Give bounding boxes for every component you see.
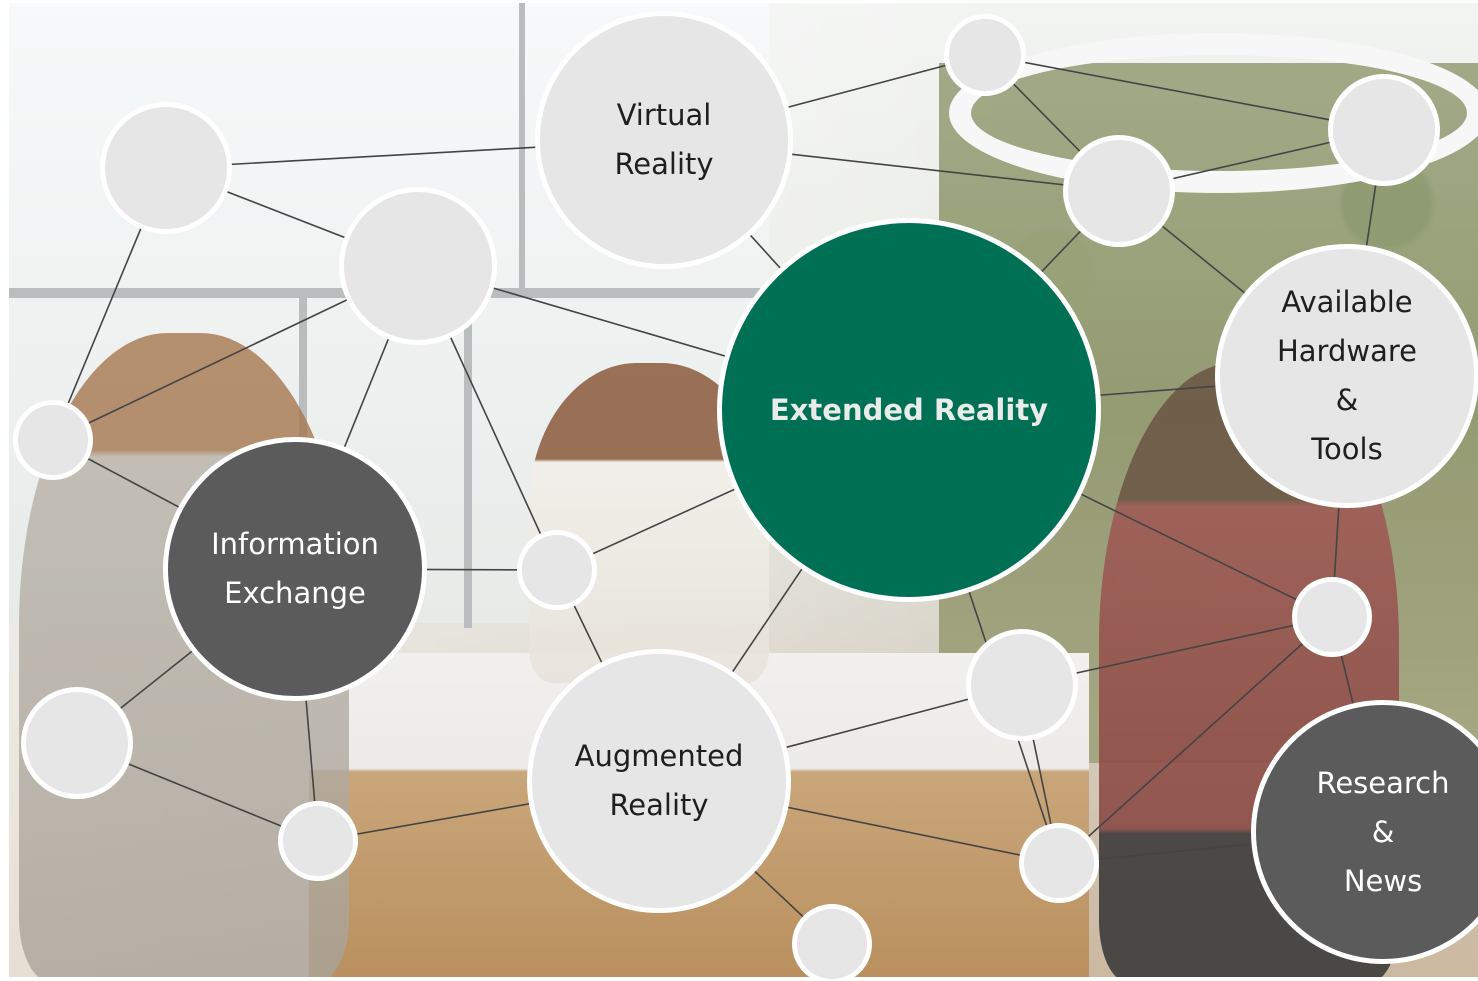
- information-exchange-node[interactable]: Information Exchange: [163, 437, 427, 701]
- empty-node: [13, 400, 93, 480]
- empty-node: [1063, 135, 1175, 247]
- empty-node: [339, 187, 497, 345]
- empty-node: [517, 530, 597, 610]
- empty-node: [1328, 74, 1440, 186]
- empty-node: [1292, 577, 1372, 657]
- connector-line: [984, 54, 1385, 131]
- available-hardware-tools-node[interactable]: Available Hardware & Tools: [1215, 244, 1478, 508]
- window-frame: [464, 288, 472, 628]
- empty-node: [21, 687, 133, 799]
- virtual-reality-node[interactable]: Virtual Reality: [535, 11, 793, 269]
- research-news-node[interactable]: Research & News: [1251, 700, 1478, 964]
- extended-reality-label: Extended Reality: [769, 392, 1049, 427]
- empty-node: [944, 14, 1026, 96]
- empty-node: [278, 801, 358, 881]
- virtual-reality-label: Virtual Reality: [614, 98, 714, 181]
- research-news-label: Research & News: [1316, 765, 1450, 898]
- empty-node: [792, 904, 872, 981]
- empty-node: [100, 102, 232, 234]
- empty-node: [966, 629, 1078, 741]
- augmented-reality-label: Augmented Reality: [574, 739, 744, 822]
- empty-node: [1019, 823, 1099, 903]
- connector-line: [1058, 616, 1333, 864]
- information-exchange-label: Information Exchange: [211, 527, 379, 610]
- augmented-reality-node[interactable]: Augmented Reality: [527, 649, 791, 913]
- extended-reality-node[interactable]: Extended Reality: [717, 218, 1101, 602]
- available-hardware-tools-label: Available Hardware & Tools: [1276, 285, 1417, 466]
